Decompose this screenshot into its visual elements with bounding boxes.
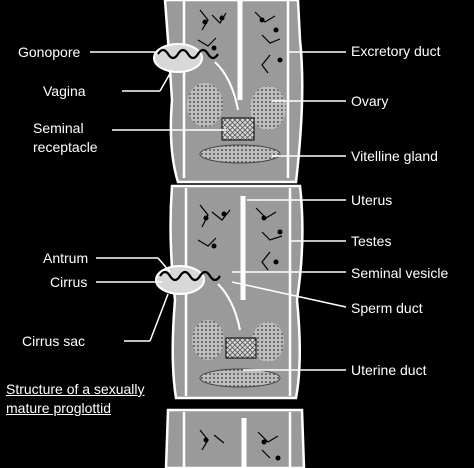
label-vitelline-gland: Vitelline gland (351, 148, 438, 164)
label-cirrus-sac: Cirrus sac (22, 333, 86, 349)
label-seminal-receptacle-line1: Seminal (33, 120, 84, 136)
label-seminal-vesicle: Seminal vesicle (351, 265, 449, 281)
label-seminal-receptacle-line2: receptacle (33, 139, 98, 155)
label-vagina: Vagina (43, 83, 86, 99)
label-excretory-duct: Excretory duct (351, 43, 441, 59)
seminal-receptacle-upper (221, 117, 255, 141)
label-uterus: Uterus (351, 192, 393, 208)
caption-line2: mature proglottid (6, 400, 112, 416)
seminal-receptacle-lower (225, 337, 257, 359)
leader-lines-right (231, 51, 347, 371)
cirrus-coil-lower (159, 270, 221, 282)
label-testes: Testes (351, 233, 392, 249)
ovary-right-upper (250, 86, 286, 130)
vitelline-gland-upper (199, 144, 281, 164)
ovary-left-upper (187, 83, 223, 127)
caption-line1: Structure of a sexually (6, 381, 145, 397)
ovary-left-lower (192, 320, 224, 360)
vitelline-gland-lower (199, 368, 281, 388)
label-uterine-duct: Uterine duct (351, 362, 427, 378)
ovary-right-lower (252, 322, 284, 362)
vagina-coil-upper (157, 48, 219, 60)
label-antrum: Antrum (43, 250, 89, 266)
label-cirrus: Cirrus (50, 274, 88, 290)
label-sperm-duct: Sperm duct (351, 300, 423, 316)
bottom-proglottid (164, 408, 306, 468)
leader-lines-left (90, 51, 226, 342)
testes-dots (202, 15, 283, 461)
label-gonopore: Gonopore (18, 44, 81, 60)
label-ovary: Ovary (351, 93, 389, 109)
